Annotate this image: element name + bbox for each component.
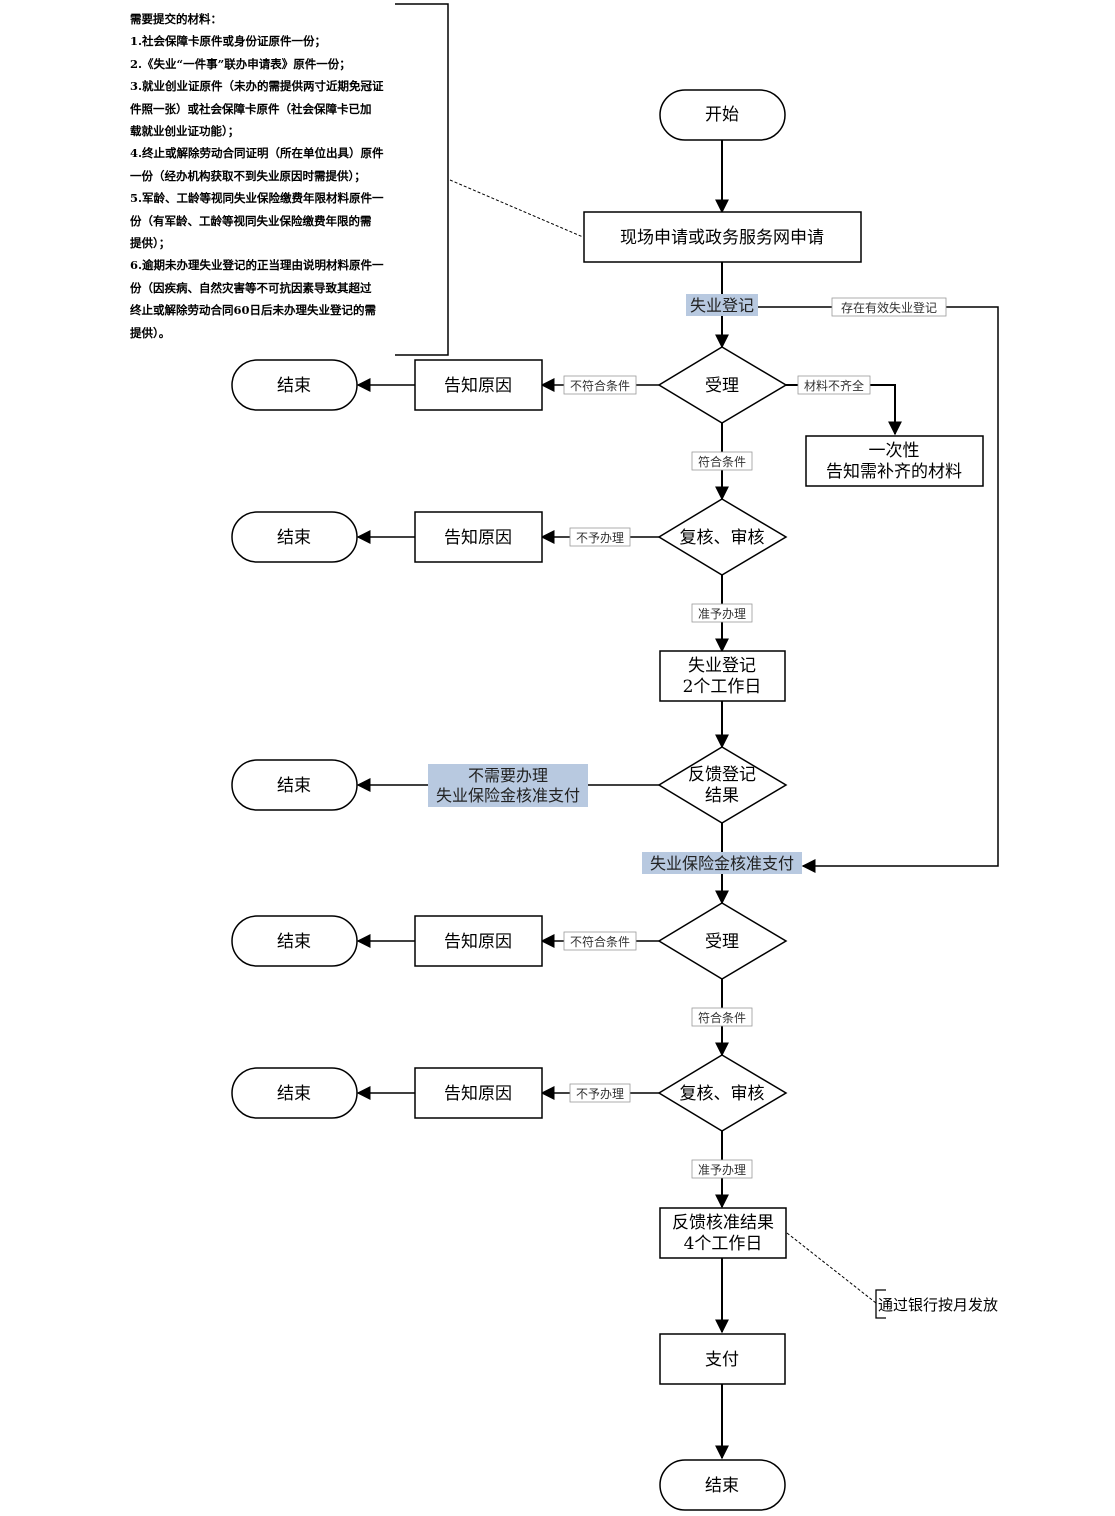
end6-label: 结束	[705, 1476, 739, 1496]
incomplete-label: 材料不齐全	[804, 378, 864, 393]
notify1-label: 告知原因	[444, 376, 512, 396]
register-box	[659, 650, 786, 702]
register-label-line1: 失业登记	[688, 656, 756, 676]
apply-box	[583, 211, 862, 263]
not-eligible-2-label: 不符合条件	[570, 934, 630, 949]
stage2-label: 失业保险金核准支付	[650, 854, 794, 873]
approved-1-label: 准予办理	[698, 606, 746, 621]
end3-terminal	[231, 759, 358, 811]
notify2-box	[414, 511, 543, 563]
notify3-box	[414, 915, 543, 967]
accept1-diamond	[657, 346, 788, 424]
approved-2-label: 准予办理	[698, 1162, 746, 1177]
existing-registration-label-bg	[831, 297, 947, 317]
no-need-band	[428, 764, 588, 807]
review1-diamond	[657, 498, 788, 576]
materials-note-title: 需要提交的材料：	[130, 12, 222, 26]
not-eligible-1-label: 不符合条件	[570, 378, 630, 393]
notify4-label: 告知原因	[444, 1084, 512, 1104]
bank-note-label: 通过银行按月发放	[878, 1296, 998, 1314]
materials-item: 2.《失业“一件事”联办申请表》原件一份；	[130, 56, 351, 71]
not-approved-1-label: 不予办理	[576, 530, 624, 545]
eligible-2-label: 符合条件	[698, 1010, 746, 1025]
end2-label: 结束	[277, 528, 311, 548]
supplement-box	[805, 435, 984, 487]
feedback2-label-line1: 反馈核准结果	[672, 1213, 774, 1233]
register-label-line2: 2个工作日	[683, 677, 762, 697]
approved-2-label-bg	[691, 1159, 753, 1179]
apply-label: 现场申请或政务服务网申请	[620, 228, 824, 248]
edge-existing-bypass	[758, 306, 999, 873]
end2-terminal	[231, 511, 358, 563]
end1-terminal	[231, 359, 358, 411]
not-eligible-1-label-bg	[563, 375, 637, 395]
materials-item: 4.终止或解除劳动合同证明（所在单位出具）原件 一份（经办机构获取不到失业原因时…	[130, 146, 384, 183]
review1-label: 复核、审核	[680, 528, 765, 548]
notify1-box	[414, 359, 543, 411]
stage1-band	[686, 294, 758, 316]
existing-registration-label: 存在有效失业登记	[841, 300, 937, 315]
feedback1-label-line2: 结果	[705, 786, 739, 806]
end3-label: 结束	[277, 776, 311, 796]
supplement-label-line2: 告知需补齐的材料	[826, 462, 962, 482]
feedback1-diamond	[657, 746, 788, 824]
eligible-1-label-bg	[691, 451, 753, 471]
not-approved-2-label-bg	[569, 1083, 631, 1103]
materials-item: 5.军龄、工龄等视同失业保险缴费年限材料原件一 份（有军龄、工龄等视同失业保险缴…	[130, 191, 384, 251]
end6-terminal	[659, 1459, 786, 1511]
materials-item: 6.逾期未办理失业登记的正当理由说明材料原件一 份（因疾病、自然灾害等不可抗因素…	[130, 258, 384, 340]
feedback1-label-line1: 反馈登记	[688, 765, 756, 785]
notify3-label: 告知原因	[444, 932, 512, 952]
no-need-label-line2: 失业保险金核准支付	[436, 786, 580, 805]
feedback2-box	[659, 1207, 787, 1259]
end4-terminal	[231, 915, 358, 967]
not-approved-1-label-bg	[569, 527, 631, 547]
bank-note-bracket	[875, 1289, 886, 1319]
supplement-label-line1: 一次性	[869, 441, 920, 461]
notify2-label: 告知原因	[444, 528, 512, 548]
eligible-2-label-bg	[691, 1007, 753, 1027]
end1-label: 结束	[277, 376, 311, 396]
approved-1-label-bg	[691, 603, 753, 623]
end5-terminal	[231, 1067, 358, 1119]
materials-note: 需要提交的材料： 1.社会保障卡原件或身份证原件一份； 2.《失业“一件事”联办…	[130, 8, 448, 344]
pay-box	[659, 1333, 786, 1385]
accept1-label: 受理	[705, 376, 739, 396]
feedback2-label-line2: 4个工作日	[684, 1234, 763, 1254]
not-eligible-2-label-bg	[563, 931, 637, 951]
start-label: 开始	[705, 105, 739, 125]
stage2-band	[642, 852, 802, 874]
accept2-diamond	[657, 902, 788, 980]
bank-note-connector	[786, 1232, 877, 1304]
note-bracket	[395, 3, 449, 356]
stage1-label: 失业登记	[690, 296, 754, 315]
review2-diamond	[657, 1054, 788, 1132]
materials-item: 1.社会保障卡原件或身份证原件一份；	[130, 34, 327, 49]
review2-label: 复核、审核	[680, 1084, 765, 1104]
eligible-1-label: 符合条件	[698, 454, 746, 469]
not-approved-2-label: 不予办理	[576, 1086, 624, 1101]
materials-item: 3.就业创业证原件（未办的需提供两寸近期免冠证 件照一张）或社会保障卡原件（社会…	[130, 79, 384, 139]
incomplete-label-bg	[797, 375, 871, 395]
start-terminal	[659, 89, 786, 141]
no-need-label-line1: 不需要办理	[468, 766, 548, 785]
note-connector	[449, 179, 584, 238]
pay-label: 支付	[705, 1350, 739, 1370]
notify4-box	[414, 1067, 543, 1119]
end5-label: 结束	[277, 1084, 311, 1104]
accept2-label: 受理	[705, 932, 739, 952]
end4-label: 结束	[277, 932, 311, 952]
